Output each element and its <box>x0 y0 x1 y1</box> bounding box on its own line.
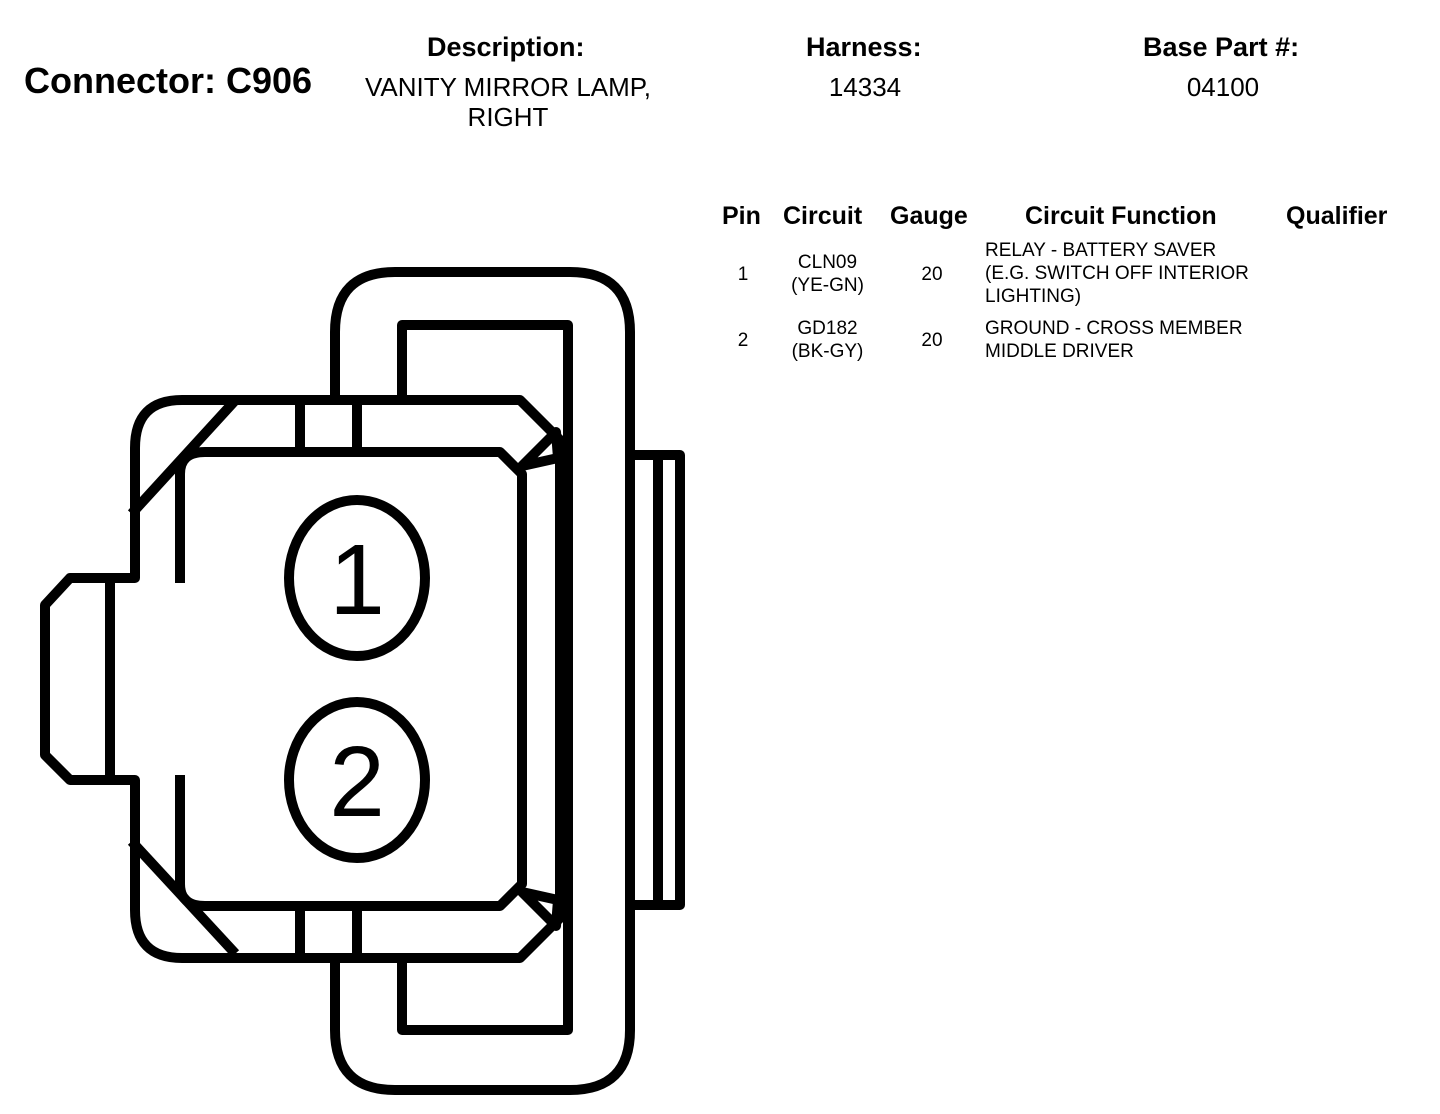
connector-face-diagram: 1 2 <box>40 267 685 1095</box>
function-line: MIDDLE DRIVER <box>985 341 1134 362</box>
circuit-cell: GD182 (BK-GY) <box>770 317 885 363</box>
latch-triangle-top <box>517 427 563 471</box>
pin-number: 1 <box>737 264 749 285</box>
circuit-id: GD182 <box>797 318 858 339</box>
gauge-cell: 20 <box>921 264 943 285</box>
base-part-value: 04100 <box>1186 72 1260 102</box>
circuit-function-cell: GROUND - CROSS MEMBER MIDDLE DRIVER <box>985 317 1243 363</box>
outer-lock-loop <box>330 267 635 1095</box>
column-header-gauge: Gauge <box>890 202 968 230</box>
description-value: VANITY MIRROR LAMP, RIGHT <box>330 72 686 132</box>
gauge-cell: 20 <box>921 330 943 351</box>
pin-cavity-2 <box>284 697 430 863</box>
pin-label-2: 2 <box>329 726 385 838</box>
corner-brace <box>127 837 240 958</box>
column-header-qualifier: Qualifier <box>1286 202 1388 230</box>
connector-title: Connector: C906 <box>24 60 313 101</box>
base-part-label: Base Part #: <box>1143 32 1300 62</box>
circuit-color: (YE-GN) <box>791 275 864 296</box>
circuit-color: (BK-GY) <box>791 341 864 362</box>
circuit-id: CLN09 <box>797 252 858 273</box>
corner-brace <box>127 396 240 518</box>
description-line-2: RIGHT <box>467 102 549 132</box>
function-line: (E.G. SWITCH OFF INTERIOR <box>985 263 1249 284</box>
column-header-pin: Pin <box>722 202 761 230</box>
latch-triangle-bottom <box>517 887 563 931</box>
pin-label-1: 1 <box>329 524 385 636</box>
pin-cavity-1 <box>284 495 430 661</box>
inner-lock-loop <box>397 320 573 1035</box>
function-line: LIGHTING) <box>985 286 1082 307</box>
function-line: GROUND - CROSS MEMBER <box>985 318 1243 339</box>
circuit-cell: CLN09 (YE-GN) <box>770 251 885 297</box>
description-line-1: VANITY MIRROR LAMP, <box>364 72 652 102</box>
harness-label: Harness: <box>806 32 922 62</box>
function-line: RELAY - BATTERY SAVER <box>985 240 1217 261</box>
circuit-function-cell: RELAY - BATTERY SAVER (E.G. SWITCH OFF I… <box>985 239 1249 308</box>
harness-value: 14334 <box>828 72 902 102</box>
column-header-circuit-function: Circuit Function <box>1025 202 1217 230</box>
outer-housing <box>40 395 565 963</box>
description-label: Description: <box>427 32 585 62</box>
column-header-circuit: Circuit <box>783 202 863 230</box>
pin-number: 2 <box>737 330 749 351</box>
